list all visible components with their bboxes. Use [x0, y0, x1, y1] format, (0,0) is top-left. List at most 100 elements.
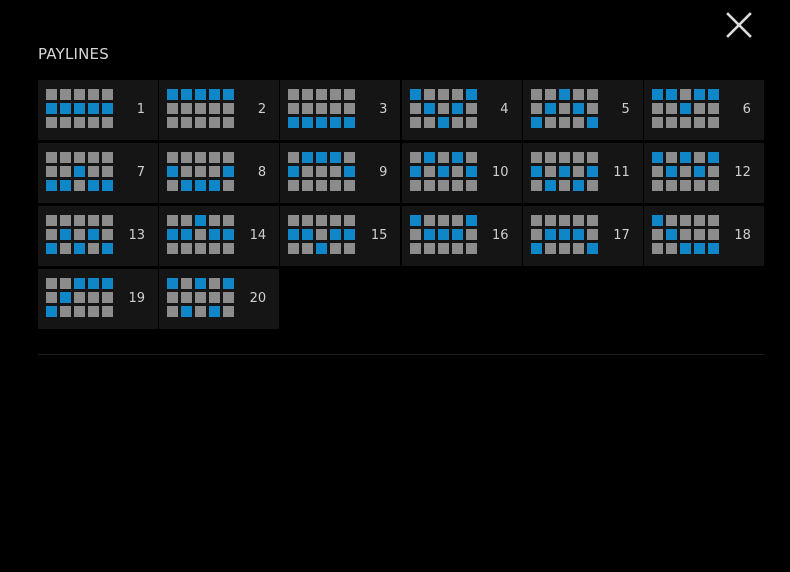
payline-square [223, 215, 235, 226]
payline-square [102, 89, 113, 100]
payline-square [437, 103, 449, 114]
payline-number: 15 [370, 228, 388, 243]
payline-square [288, 152, 300, 163]
payline-square-active [181, 229, 193, 240]
payline-number: 16 [492, 228, 509, 243]
close-button[interactable] [722, 8, 756, 42]
payline-square [437, 243, 449, 254]
payline-square [693, 117, 705, 128]
payline-square [530, 229, 542, 240]
close-icon [726, 12, 752, 38]
payline-square [679, 180, 691, 191]
payline-square [46, 152, 57, 163]
payline-square [586, 180, 598, 191]
payline-square [330, 243, 342, 254]
payline-square [181, 103, 193, 114]
payline-square [707, 215, 719, 226]
payline-square [330, 166, 342, 177]
payline-square [651, 166, 663, 177]
payline-square-active [316, 117, 328, 128]
payline-square [679, 166, 691, 177]
divider [38, 354, 764, 355]
payline-square-active [530, 117, 542, 128]
payline-square [209, 243, 221, 254]
payline-square-active [88, 180, 99, 191]
payline-square-active [167, 166, 179, 177]
payline-square [316, 215, 328, 226]
payline-square [544, 152, 556, 163]
payline-tile: 20 [159, 269, 280, 329]
payline-square-active [558, 229, 570, 240]
payline-square-active [223, 278, 235, 289]
payline-square [60, 215, 71, 226]
payline-square-active [693, 166, 705, 177]
payline-square [209, 292, 221, 303]
payline-square [223, 152, 235, 163]
payline-square [88, 243, 99, 254]
payline-square-active [102, 243, 113, 254]
payline-pattern [167, 89, 235, 128]
payline-square-active [344, 166, 356, 177]
payline-square [707, 117, 719, 128]
payline-square [102, 306, 113, 317]
payline-square [181, 292, 193, 303]
payline-square [586, 152, 598, 163]
payline-square-active [102, 180, 113, 191]
payline-square-active [46, 103, 57, 114]
payline-square [74, 229, 85, 240]
payline-square [572, 89, 584, 100]
payline-square [423, 180, 435, 191]
payline-square-active [707, 152, 719, 163]
payline-square [316, 180, 328, 191]
payline-square [330, 215, 342, 226]
payline-square [344, 89, 356, 100]
payline-pattern [409, 215, 477, 254]
payline-square [707, 103, 719, 114]
payline-square [288, 89, 300, 100]
payline-square-active [451, 103, 463, 114]
payline-square [544, 243, 556, 254]
payline-pattern [46, 89, 113, 128]
payline-square-active [707, 243, 719, 254]
payline-square-active [46, 306, 57, 317]
payline-square [451, 243, 463, 254]
payline-square [316, 229, 328, 240]
payline-square [60, 306, 71, 317]
payline-square [344, 243, 356, 254]
payline-square [437, 180, 449, 191]
payline-tile: 14 [159, 206, 280, 266]
payline-square-active [60, 180, 71, 191]
payline-square [651, 103, 663, 114]
payline-tile: 17 [522, 206, 643, 266]
payline-square [409, 103, 421, 114]
payline-square [46, 117, 57, 128]
payline-tile: 16 [401, 206, 522, 266]
payline-square [409, 229, 421, 240]
payline-square [167, 117, 179, 128]
payline-square [465, 152, 477, 163]
payline-pattern [46, 152, 113, 191]
payline-square [60, 117, 71, 128]
payline-pattern [288, 89, 356, 128]
payline-pattern [46, 278, 113, 317]
payline-square [167, 180, 179, 191]
payline-square [344, 180, 356, 191]
payline-square-active [74, 166, 85, 177]
payline-pattern [46, 215, 113, 254]
payline-pattern [530, 215, 598, 254]
payline-square [423, 166, 435, 177]
payline-number: 10 [492, 165, 509, 180]
payline-square-active [558, 166, 570, 177]
payline-square [88, 215, 99, 226]
payline-pattern [409, 152, 477, 191]
payline-square [651, 180, 663, 191]
payline-square [465, 180, 477, 191]
payline-square-active [423, 229, 435, 240]
payline-square [181, 117, 193, 128]
payline-number: 7 [136, 165, 145, 180]
payline-square-active [181, 306, 193, 317]
payline-square [423, 215, 435, 226]
payline-number: 13 [128, 228, 145, 243]
payline-square-active [544, 180, 556, 191]
payline-number: 4 [500, 102, 509, 117]
